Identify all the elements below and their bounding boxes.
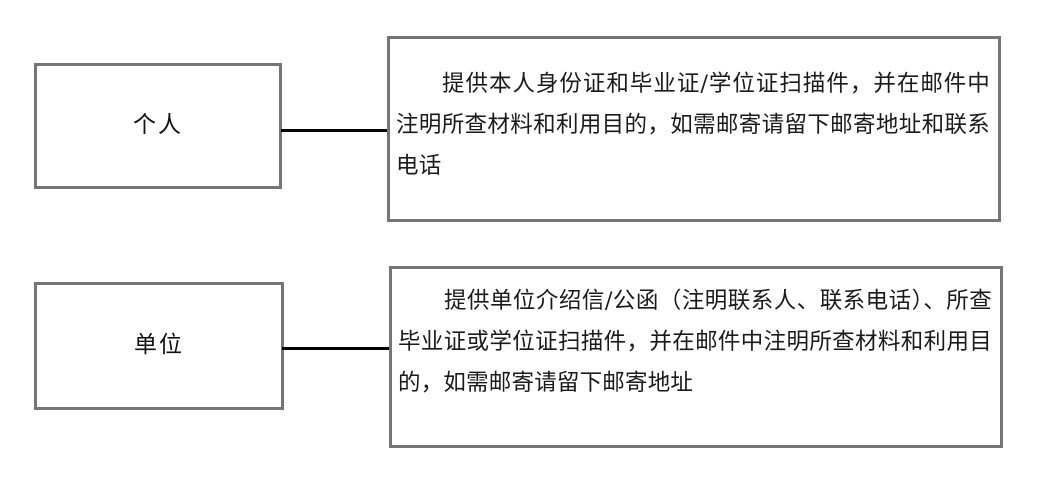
node-box-organization[interactable]: 单位 [34, 282, 284, 410]
connector-line-individual [281, 129, 389, 132]
node-label-organization: 单位 [134, 332, 184, 359]
detail-text-organization: 提供单位介绍信/公函（注明联系人、联系电话）、所查毕业证或学位证扫描件，并在邮件… [398, 288, 992, 396]
detail-box-organization[interactable]: 提供单位介绍信/公函（注明联系人、联系电话）、所查毕业证或学位证扫描件，并在邮件… [389, 266, 1003, 448]
node-label-individual: 个人 [133, 112, 183, 139]
connector-line-organization [282, 347, 391, 350]
detail-box-individual[interactable]: 提供本人身份证和毕业证/学位证扫描件，并在邮件中注明所查材料和利用目的，如需邮寄… [387, 36, 1001, 222]
detail-text-individual: 提供本人身份证和毕业证/学位证扫描件，并在邮件中注明所查材料和利用目的，如需邮寄… [396, 71, 990, 179]
node-box-individual[interactable]: 个人 [34, 63, 282, 189]
